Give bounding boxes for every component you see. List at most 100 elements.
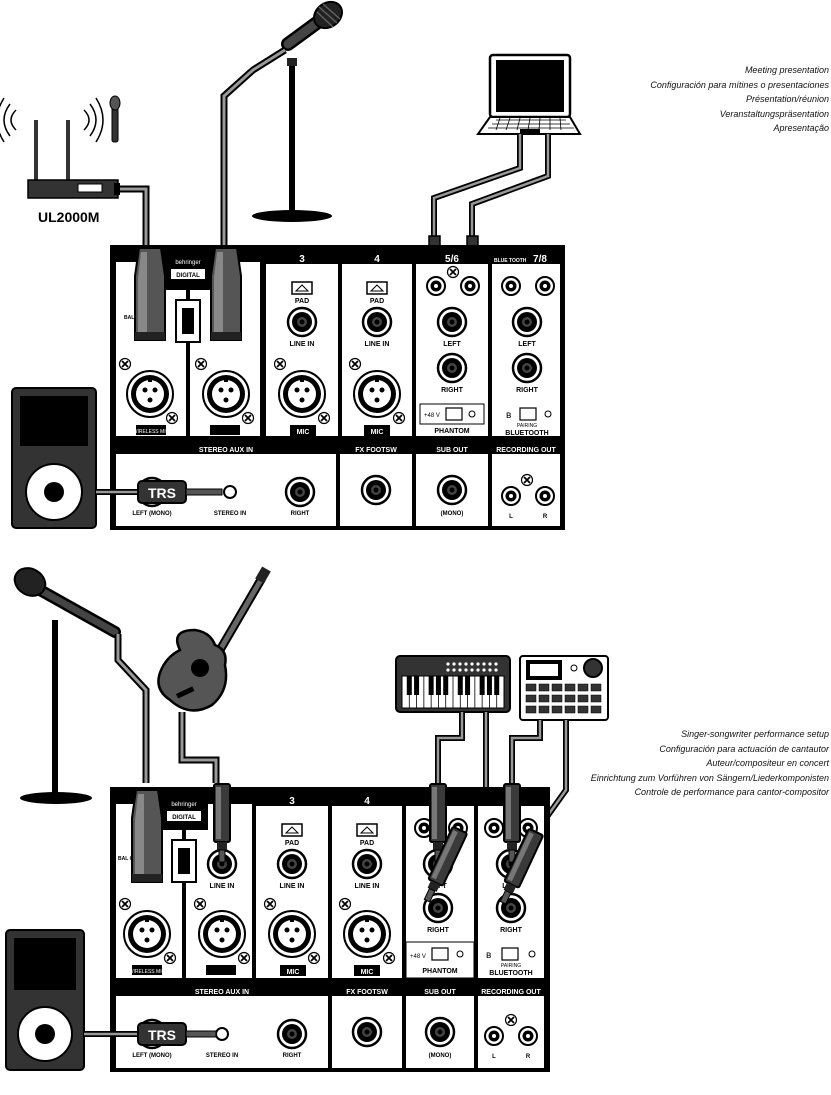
digital-label: DIGITAL bbox=[172, 815, 196, 821]
sub-out-label: SUB OUT bbox=[436, 447, 468, 454]
mic-label: MIC bbox=[287, 969, 300, 976]
right-label: RIGHT bbox=[516, 387, 539, 394]
guitar-icon bbox=[157, 566, 271, 712]
right-label: RIGHT bbox=[441, 387, 464, 394]
channel-4-number: 4 bbox=[364, 796, 370, 807]
pad-button-3[interactable] bbox=[281, 823, 303, 837]
keyboard-knob bbox=[470, 668, 474, 672]
phantom-label: PHANTOM bbox=[434, 428, 469, 435]
caption-line: Configuración para actuación de cantauto… bbox=[659, 743, 829, 754]
caption-line: Apresentação bbox=[773, 123, 829, 133]
right-label: RIGHT bbox=[283, 1053, 302, 1059]
wireless-label: WIRELESS MIC bbox=[129, 969, 166, 975]
line-in-label: LINE IN bbox=[210, 883, 235, 890]
brand-logo: behringer bbox=[175, 260, 200, 266]
keyboard-knob bbox=[452, 662, 456, 666]
drum-pad bbox=[538, 683, 550, 692]
channel-4-number: 4 bbox=[374, 254, 380, 265]
l-label: L bbox=[492, 1054, 496, 1060]
pairing-label: PAIRING bbox=[501, 963, 521, 969]
keyboard-knob bbox=[464, 662, 468, 666]
pairing-button[interactable] bbox=[519, 407, 537, 421]
keyboard-knob bbox=[464, 668, 468, 672]
bluetooth-icon: ʙ bbox=[506, 410, 511, 421]
drum-pad bbox=[525, 705, 537, 714]
antenna-left bbox=[34, 120, 38, 180]
keyboard-knob bbox=[458, 668, 462, 672]
keyboard-knob bbox=[476, 662, 480, 666]
keyboard-knob bbox=[446, 668, 450, 672]
keyboard-knob bbox=[488, 668, 492, 672]
drum-pad bbox=[551, 705, 563, 714]
drum-pad bbox=[525, 683, 537, 692]
caption-line: Controle de performance para cantor-comp… bbox=[634, 787, 829, 797]
r-label: R bbox=[543, 514, 548, 520]
pad-button-4[interactable] bbox=[366, 281, 388, 295]
keyboard-knob bbox=[470, 662, 474, 666]
bluetooth-icon: ʙ bbox=[486, 950, 491, 961]
stereo-in-label: STEREO IN bbox=[214, 511, 246, 517]
left-label: LEFT bbox=[518, 341, 536, 348]
drum-pad bbox=[525, 694, 537, 703]
keyboard-knob bbox=[494, 668, 498, 672]
pairing-button[interactable] bbox=[501, 947, 519, 961]
line-in-label: LINE IN bbox=[290, 341, 315, 348]
receiver-label: UL2000M bbox=[38, 209, 99, 225]
pad-label: PAD bbox=[295, 298, 309, 305]
stereo-in-label: STEREO IN bbox=[206, 1053, 238, 1059]
left-mono-label: LEFT (MONO) bbox=[132, 1053, 171, 1059]
bluetooth-tag: BLUE TOOTH bbox=[494, 258, 527, 264]
caption-line: Veranstaltungspräsentation bbox=[719, 108, 829, 119]
drum-pad bbox=[538, 694, 550, 703]
mono-label: (MONO) bbox=[441, 511, 464, 517]
channel-56-number: 5/6 bbox=[445, 254, 459, 265]
pad-label: PAD bbox=[285, 840, 299, 847]
line-in-label: LINE IN bbox=[365, 341, 390, 348]
caption-line: Auteur/compositeur en concert bbox=[706, 758, 829, 768]
drum-pad bbox=[551, 683, 563, 692]
phantom-button[interactable] bbox=[445, 407, 463, 421]
fx-footsw-label: FX FOOTSW bbox=[346, 989, 388, 996]
laptop-icon bbox=[476, 53, 582, 135]
drum-pad bbox=[590, 683, 602, 692]
singer-songwriter-setup: behringer DIGITAL LINE IN BAL OR UNBAL W… bbox=[5, 566, 609, 1072]
caption-line: Présentation/réunion bbox=[745, 94, 829, 104]
caption-singer: Singer-songwriter performance setup Conf… bbox=[591, 727, 829, 800]
antenna-right bbox=[66, 120, 70, 180]
drum-pad bbox=[577, 694, 589, 703]
r-label: R bbox=[526, 1054, 531, 1060]
phantom-button[interactable] bbox=[431, 947, 449, 961]
left-mono-label: LEFT (MONO) bbox=[132, 511, 171, 517]
keyboard-knob bbox=[482, 662, 486, 666]
left-label: LEFT bbox=[443, 341, 461, 348]
signal-waves-left bbox=[0, 97, 17, 143]
stereo-aux-in-label: STEREO AUX IN bbox=[199, 447, 253, 454]
meeting-setup: UL2000M bbox=[0, 0, 582, 530]
keyboard-knob bbox=[494, 662, 498, 666]
mono-label: (MONO) bbox=[429, 1053, 452, 1059]
pad-button-3[interactable] bbox=[291, 281, 313, 295]
cable-receiver bbox=[120, 185, 150, 248]
pad-button-4[interactable] bbox=[356, 823, 378, 837]
channel-78-number: 7/8 bbox=[533, 254, 547, 265]
phantom-voltage: +48 V bbox=[424, 413, 440, 419]
phantom-voltage: +48 V bbox=[410, 954, 426, 960]
keyboard-knob bbox=[488, 662, 492, 666]
bluetooth-label: BLUETOOTH bbox=[505, 430, 548, 437]
receiver-body bbox=[27, 179, 119, 199]
channel-3-number: 3 bbox=[289, 796, 295, 807]
keyboard-knob bbox=[458, 662, 462, 666]
mic-stand bbox=[13, 567, 121, 804]
bluetooth-label: BLUETOOTH bbox=[489, 970, 532, 977]
music-player-icon bbox=[11, 387, 97, 529]
stereo-aux-in-label: STEREO AUX IN bbox=[195, 989, 249, 996]
caption-line: Singer-songwriter performance setup bbox=[681, 729, 829, 739]
pad-label: PAD bbox=[360, 840, 374, 847]
trs-label: TRS bbox=[148, 1027, 176, 1043]
drum-pad bbox=[577, 683, 589, 692]
mic-label: MIC bbox=[297, 429, 310, 436]
phantom-label: PHANTOM bbox=[422, 968, 457, 975]
mic-label: MIC bbox=[361, 969, 374, 976]
caption-meeting: Meeting presentation Configuración para … bbox=[650, 63, 829, 136]
